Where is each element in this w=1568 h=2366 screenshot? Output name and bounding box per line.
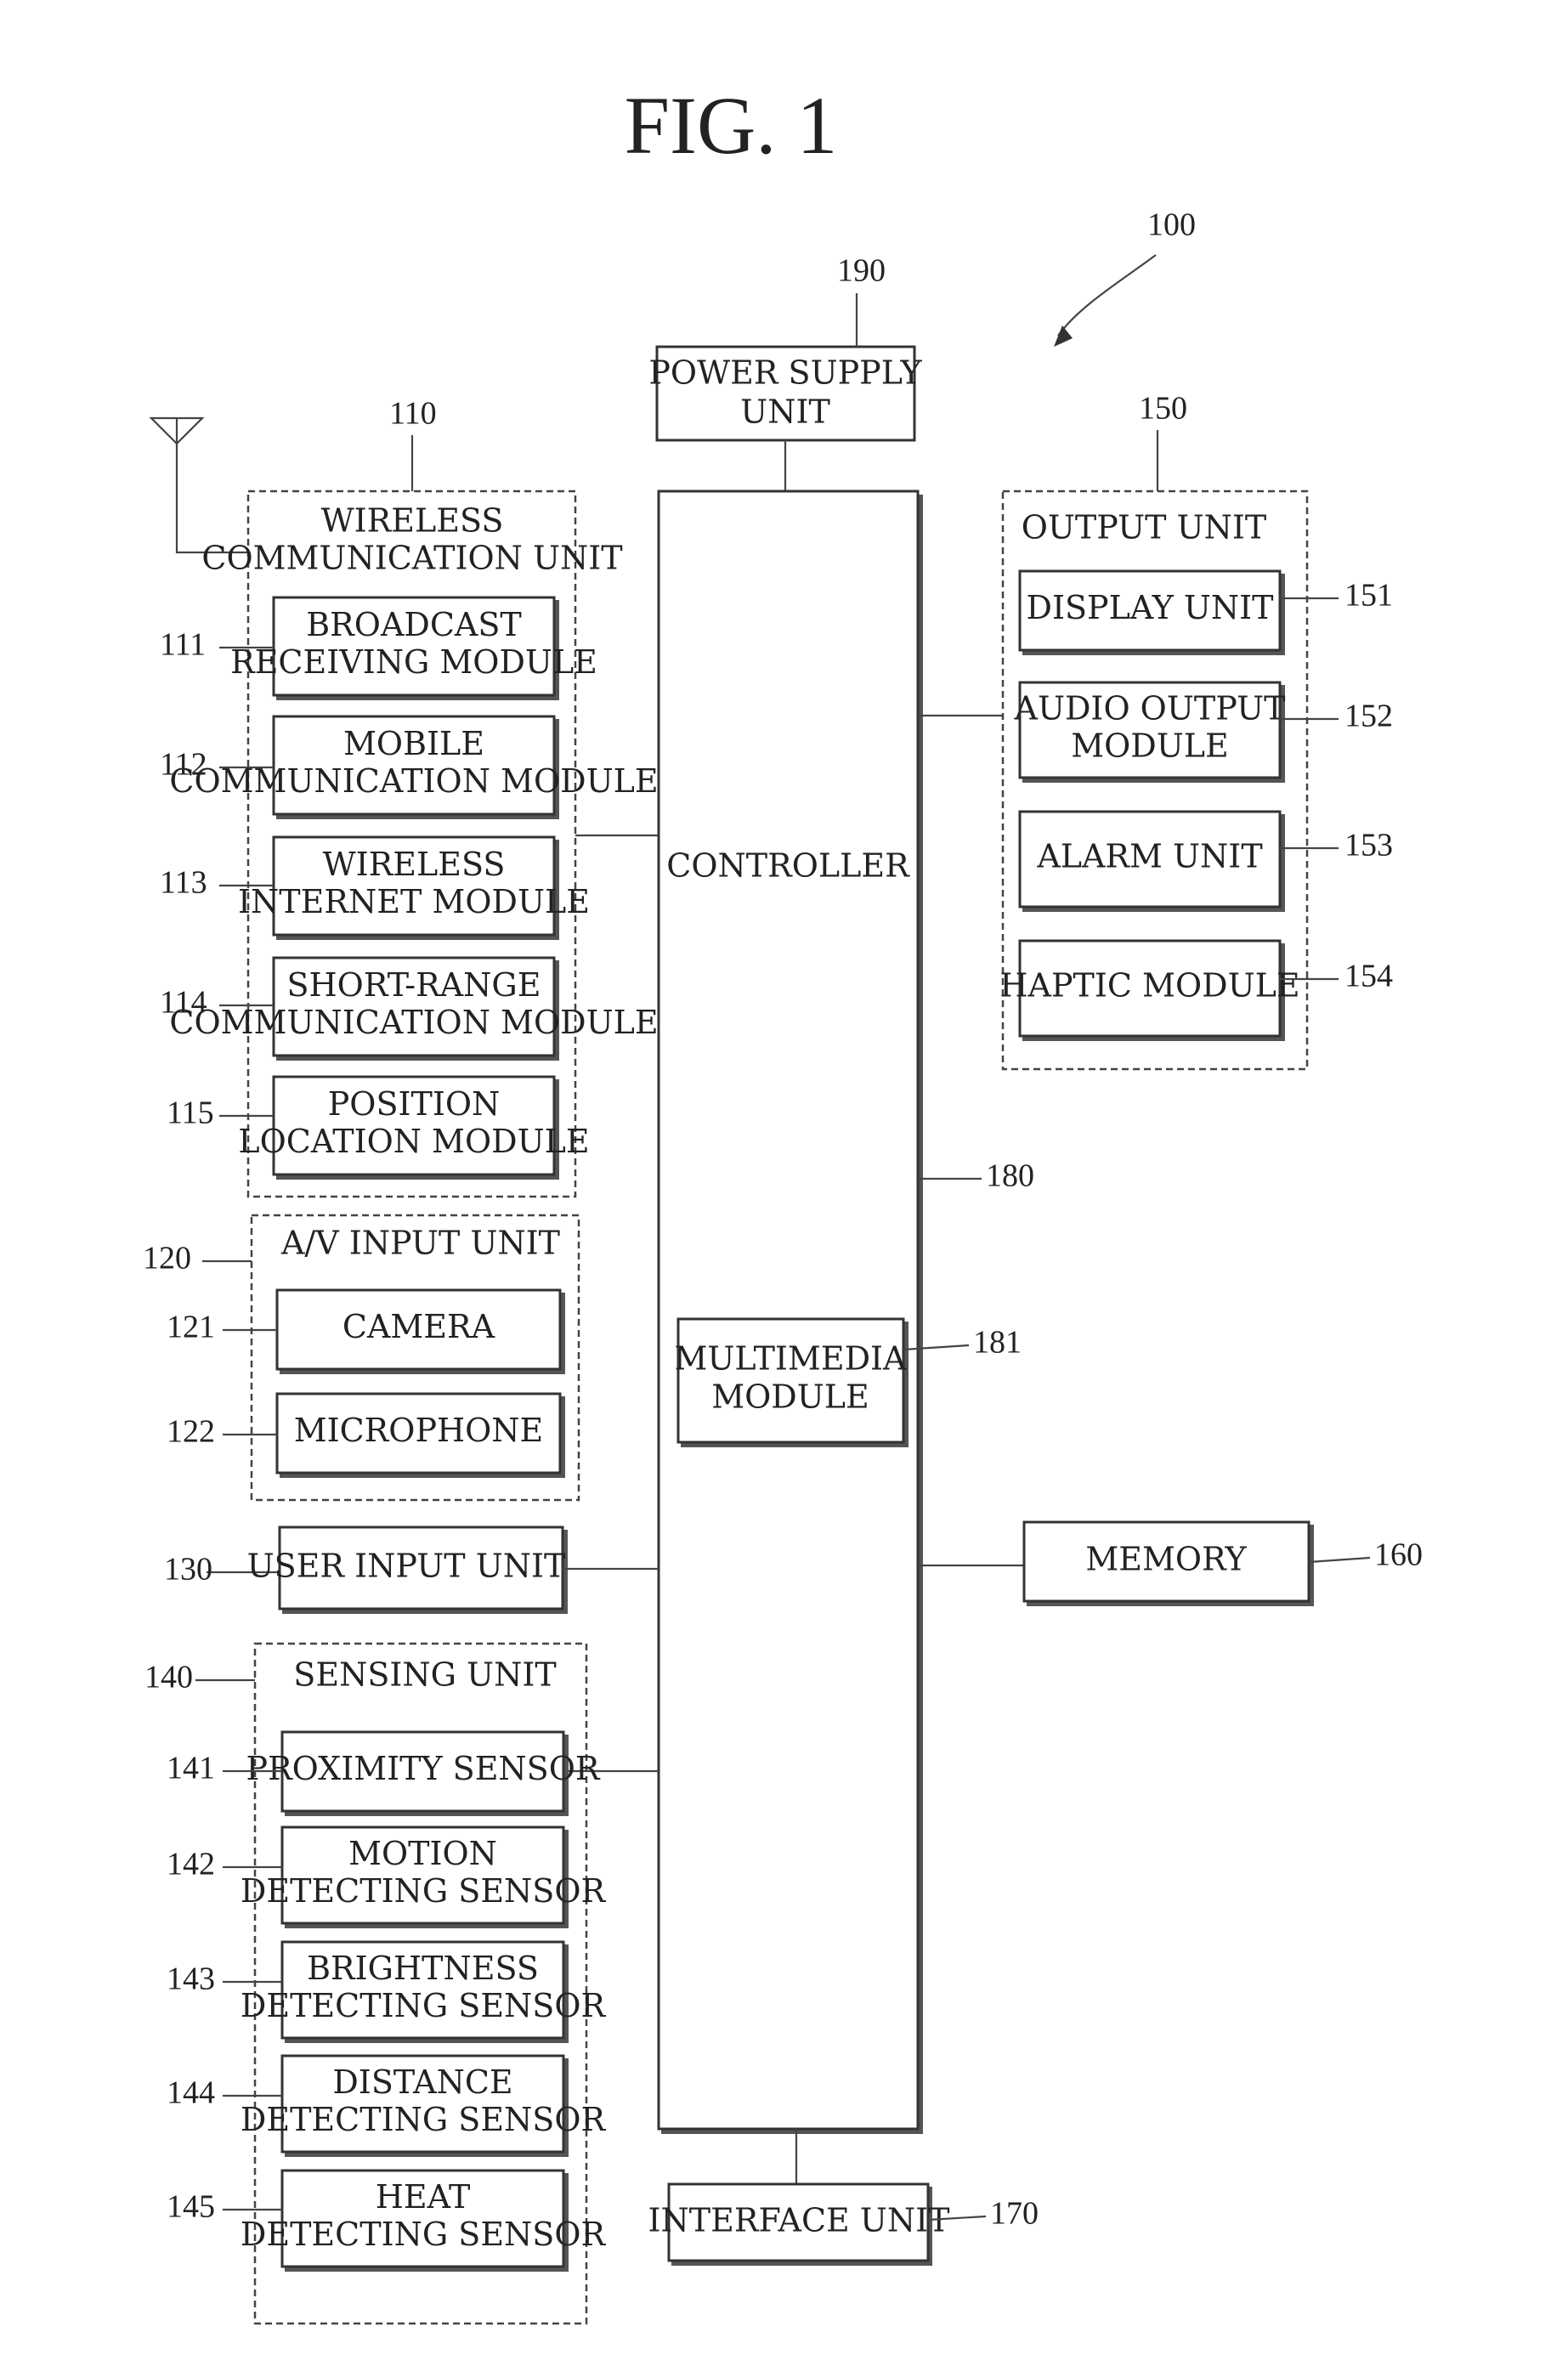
wireless-module-label: INTERNET MODULE [238,883,590,920]
output-module-label: AUDIO OUTPUT [1014,690,1286,727]
wireless-module-ref: 111 [160,627,206,663]
multimedia-label-1: MULTIMEDIA [675,1340,908,1378]
interface-label: INTERFACE UNIT [648,2202,950,2239]
wireless-module-ref: 115 [167,1095,214,1131]
wireless-module-ref: 114 [160,985,207,1021]
output-module-ref: 153 [1344,828,1393,863]
sensing-module-ref: 144 [167,2075,215,2111]
wireless-module-label: SHORT-RANGE [287,966,541,1004]
controller-box [659,491,918,2129]
sensing-module-ref: 145 [167,2189,215,2225]
output-module-ref: 152 [1344,699,1393,734]
output-title: OUTPUT UNIT [1022,509,1267,546]
wireless-title-1: WIRELESS [321,502,504,540]
sensing-module-label: PROXIMITY SENSOR [246,1750,601,1787]
output-module-label: HAPTIC MODULE [999,967,1299,1005]
interface-ref: 170 [990,2196,1039,2232]
output-modules: DISPLAY UNIT 151AUDIO OUTPUTMODULE 152ALAR… [999,571,1393,1039]
sensing-module-label: DETECTING SENSOR [241,2101,607,2138]
av_input-module-label: CAMERA [342,1308,495,1345]
av_input-module-ref: 122 [167,1414,215,1450]
sensing-title: SENSING UNIT [293,1656,556,1694]
av-input-ref: 120 [143,1241,191,1276]
power-supply-label-1: POWER SUPPLY [648,354,922,392]
wireless-module-ref: 113 [160,865,207,901]
av_input-module-ref: 121 [167,1310,215,1345]
output-module-label: DISPLAY UNIT [1026,589,1273,626]
sensing-module-label: DISTANCE [332,2063,512,2101]
sensing-module-label: MOTION [348,1835,497,1872]
multimedia-label-2: MODULE [711,1378,869,1416]
wireless-module-label: WIRELESS [323,846,506,883]
device-ref: 100 [1147,207,1196,243]
memory-label: MEMORY [1085,1541,1247,1578]
sensing-module-label: HEAT [376,2178,471,2216]
av_input-module-label: MICROPHONE [294,1412,544,1449]
device-ref-leader [1058,255,1156,336]
wireless-modules: BROADCASTRECEIVING MODULE 111MOBILE COMMUN… [160,597,659,1177]
memory-ref: 160 [1374,1537,1423,1573]
wireless-title-2: COMMUNICATION UNIT [201,540,622,577]
user-input-label: USER INPUT UNIT [247,1548,566,1585]
user-input-ref: 130 [164,1552,212,1588]
sensing-ref: 140 [144,1660,193,1695]
output-module-ref: 151 [1344,578,1393,614]
sensing-module-label: DETECTING SENSOR [241,1872,607,1910]
output-module-label: MODULE [1071,727,1229,765]
wireless-module-label: MOBILE [343,725,484,762]
output-module-ref: 154 [1344,959,1393,994]
wireless-ref: 110 [389,396,437,432]
sensing-module-label: BRIGHTNESS [307,1950,539,1987]
output-module-label: ALARM UNIT [1036,838,1262,875]
antenna-icon [151,418,248,552]
sensing-module-ref: 142 [167,1847,215,1882]
av-input-modules: CAMERA 121MICROPHONE 122 [167,1290,563,1475]
sensing-modules: PROXIMITY SENSOR141MOTIONDETECTING SENSO… [167,1732,606,2269]
wireless-module-label: LOCATION MODULE [238,1123,589,1160]
power-supply-label-2: UNIT [740,393,830,431]
multimedia-ref: 181 [973,1325,1022,1361]
power-supply-ref: 190 [837,253,886,289]
sensing-module-ref: 141 [167,1751,215,1786]
output-ref: 150 [1139,391,1187,427]
controller-ref: 180 [986,1158,1034,1194]
sensing-module-label: DETECTING SENSOR [241,1987,607,2024]
device-ref-arrowhead [1054,325,1073,347]
wireless-module-label: RECEIVING MODULE [230,643,597,681]
wireless-module-label: COMMUNICATION MODULE [169,1004,658,1041]
sensing-module-ref: 143 [167,1961,215,1997]
av-input-title: A/V INPUT UNIT [280,1225,560,1262]
controller-label: CONTROLLER [666,847,910,885]
figure-title: FIG. 1 [625,80,838,171]
sensing-module-label: DETECTING SENSOR [241,2216,607,2253]
wireless-module-label: POSITION [328,1085,501,1123]
wireless-module-label: BROADCAST [306,606,522,643]
wireless-module-ref: 112 [160,747,207,783]
